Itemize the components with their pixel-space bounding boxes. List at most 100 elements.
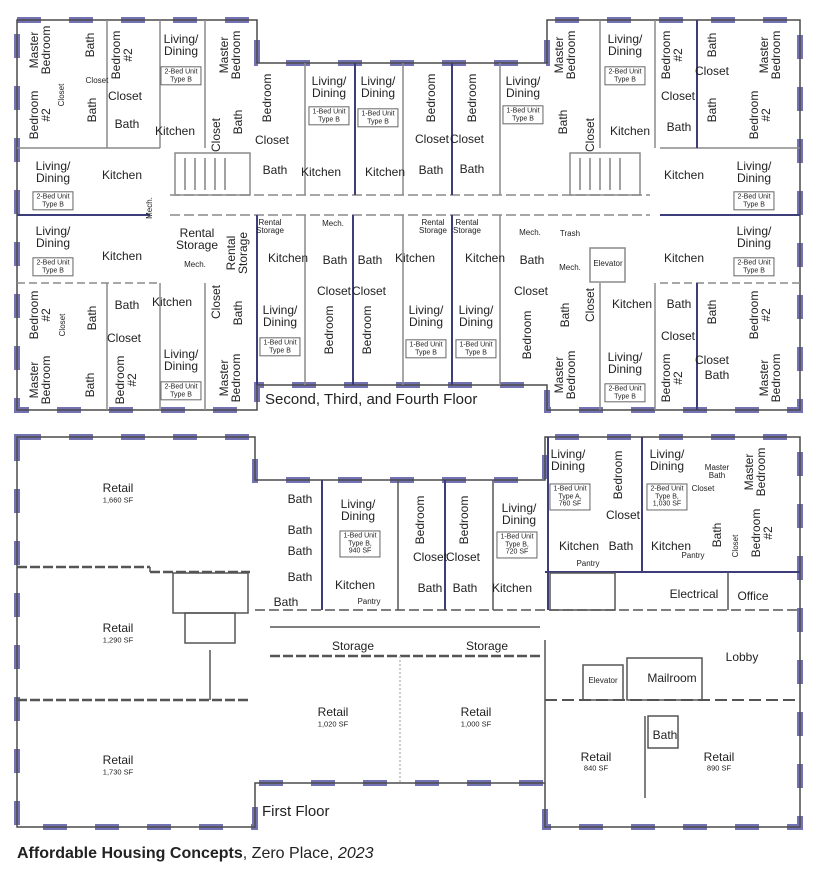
room-label: Closet (414, 132, 450, 146)
caption-project: Affordable Housing Concepts (17, 845, 243, 862)
room-label: Bath (519, 253, 545, 267)
room-label: Closet (85, 76, 109, 85)
room-label: Kitchen (663, 251, 705, 265)
room-label: Kitchen (154, 124, 196, 138)
room-label: Kitchen (151, 295, 193, 309)
lower-exterior-wall (16, 436, 801, 828)
room-label: Bath (287, 570, 313, 584)
room-label: Bath (608, 539, 634, 553)
room-label: Living/ Dining (501, 501, 537, 527)
room-label: Bath (114, 117, 140, 131)
first-floor-walls (14, 434, 803, 830)
room-label: Bedroom #2 (109, 30, 135, 80)
room-label: Closet (316, 284, 352, 298)
room-label: Bath (85, 305, 99, 331)
room-label: Living/ Dining (505, 74, 541, 100)
room-label: Closet (694, 64, 730, 78)
unit-type-tag: 2-Bed Unit Type B (32, 191, 74, 211)
room-label: Bath (287, 523, 313, 537)
room-label: Bath (652, 728, 678, 742)
room-label: Storage (331, 639, 375, 653)
room-label: Trash (559, 229, 581, 238)
room-label: Kitchen (611, 297, 653, 311)
unit-type-tag: 2-Bed Unit Type B (32, 257, 74, 277)
room-label: Master Bedroom (757, 353, 783, 403)
room-label: Master Bath (704, 463, 730, 480)
room-label: Retail (460, 705, 492, 719)
room-label: Elevator (593, 259, 623, 268)
unit-type-tag: 1-Bed Unit Type B (502, 105, 544, 125)
room-label: Mech. (184, 260, 206, 269)
room-label: Bath (273, 595, 299, 609)
unit-type-tag: 1-Bed Unit Type B (357, 108, 399, 128)
room-label: Bath (322, 253, 348, 267)
room-label: Master Bedroom (217, 353, 243, 403)
room-label: Closet (351, 284, 387, 298)
upper-exterior-wall (16, 19, 801, 411)
room-label: Bath (556, 109, 570, 135)
room-label: Master Bedroom (552, 30, 578, 80)
room-label: Kitchen (491, 581, 533, 595)
unit-type-tag: 2-Bed Unit Type B (160, 66, 202, 86)
room-label: Rental Storage (224, 231, 250, 275)
room-label: Pantry (357, 597, 381, 606)
unit-type-tag: 2-Bed Unit Type B (733, 257, 775, 277)
room-label: Bedroom (360, 305, 374, 355)
room-label: Living/ Dining (311, 74, 347, 100)
room-label: Master Bedroom (27, 355, 53, 405)
room-label: Closet (583, 117, 597, 153)
room-label: Living/ Dining (649, 447, 685, 473)
room-label: Bath (705, 97, 719, 123)
room-label: Living/ Dining (736, 224, 772, 250)
room-label: Office (737, 589, 769, 603)
room-label: Electrical (669, 587, 719, 601)
first-floor-title: First Floor (262, 803, 330, 820)
upper-floor-walls (14, 17, 803, 413)
room-label: Bath (231, 300, 245, 326)
room-label: Living/ Dining (262, 303, 298, 329)
room-label: Closet (731, 534, 740, 558)
room-label: Living/ Dining (35, 224, 71, 250)
room-label: Living/ Dining (35, 159, 71, 185)
room-label: Bedroom (424, 73, 438, 123)
room-label: Living/ Dining (360, 74, 396, 100)
room-label: Kitchen (558, 539, 600, 553)
room-label: Rental Storage (255, 218, 285, 235)
room-label: Bedroom #2 (659, 353, 685, 403)
room-label: Master Bedroom (217, 30, 243, 80)
room-label: Living/ Dining (736, 159, 772, 185)
room-label: Mech. (322, 219, 344, 228)
room-label: Living/ Dining (607, 32, 643, 58)
room-label: Rental Storage (418, 218, 448, 235)
caption-year: 2023 (337, 845, 374, 862)
room-label: Bedroom #2 (27, 90, 53, 140)
room-label: Kitchen (394, 251, 436, 265)
room-label: Bedroom (413, 495, 427, 545)
room-label: Lobby (725, 650, 759, 664)
room-label: Master Bedroom (552, 350, 578, 400)
unit-type-tag: 2-Bed Unit Type B (733, 191, 775, 211)
upper-floor-title: Second, Third, and Fourth Floor (265, 391, 478, 408)
room-label: Pantry (681, 551, 705, 560)
room-label: Bath (287, 492, 313, 506)
room-label: Bedroom #2 (747, 290, 773, 340)
unit-type-tag: 2-Bed Unit Type B (160, 381, 202, 401)
room-label: Bath (710, 522, 724, 548)
room-label: Bath (85, 97, 99, 123)
room-label: Bedroom (322, 305, 336, 355)
area-label: 1,290 SF (102, 635, 134, 645)
room-label: Kitchen (609, 124, 651, 138)
room-label: Bath (357, 253, 383, 267)
room-label: Kitchen (650, 539, 692, 553)
room-label: Bath (83, 372, 97, 398)
room-label: Bath (262, 163, 288, 177)
unit-type-tag: 1-Bed Unit Type B (405, 339, 447, 359)
room-label: Living/ Dining (408, 303, 444, 329)
room-label: Bedroom #2 (659, 30, 685, 80)
room-label: Bedroom #2 (747, 90, 773, 140)
room-label: Closet (58, 313, 67, 337)
area-label: 1,730 SF (102, 767, 134, 777)
unit-type-tag: 1-Bed Unit Type B, 720 SF (496, 531, 538, 559)
room-label: Closet (583, 287, 597, 323)
